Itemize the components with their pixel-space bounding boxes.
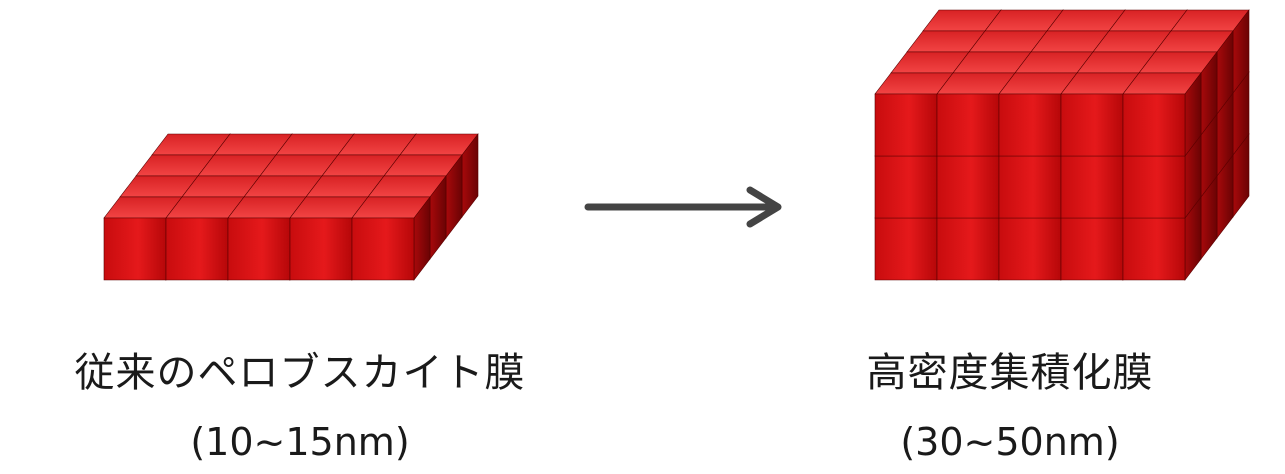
cube-front-face: [998, 93, 1062, 157]
cube-front-face: [1060, 217, 1124, 281]
cube-front-face: [1060, 155, 1124, 219]
cube-front-face: [351, 217, 415, 281]
cube-front-face: [103, 217, 167, 281]
cube-front-face: [874, 217, 938, 281]
cube-front-face: [998, 155, 1062, 219]
conventional-film-cubes: [103, 133, 479, 281]
high-density-film-cubes: [874, 9, 1250, 281]
cube-front-face: [1122, 155, 1186, 219]
high-density-film-label: 高密度集積化膜: [866, 350, 1154, 396]
cube-front-face: [936, 217, 1000, 281]
cube-front-face: [998, 217, 1062, 281]
cube-front-face: [289, 217, 353, 281]
cube-front-face: [165, 217, 229, 281]
perovskite-cube: [1122, 72, 1202, 157]
cube-front-face: [1122, 217, 1186, 281]
conventional-film-label: 従来のペロブスカイト膜: [74, 350, 526, 396]
high-density-film-thickness: (30~50nm): [900, 420, 1120, 464]
cube-front-face: [1060, 93, 1124, 157]
cube-front-face: [227, 217, 291, 281]
perovskite-cube: [351, 196, 431, 281]
transition-arrow: [584, 186, 782, 228]
cube-front-face: [936, 93, 1000, 157]
cube-front-face: [936, 155, 1000, 219]
cube-front-face: [1122, 93, 1186, 157]
cube-front-face: [874, 93, 938, 157]
cube-front-face: [874, 155, 938, 219]
conventional-film-thickness: (10~15nm): [190, 420, 410, 464]
